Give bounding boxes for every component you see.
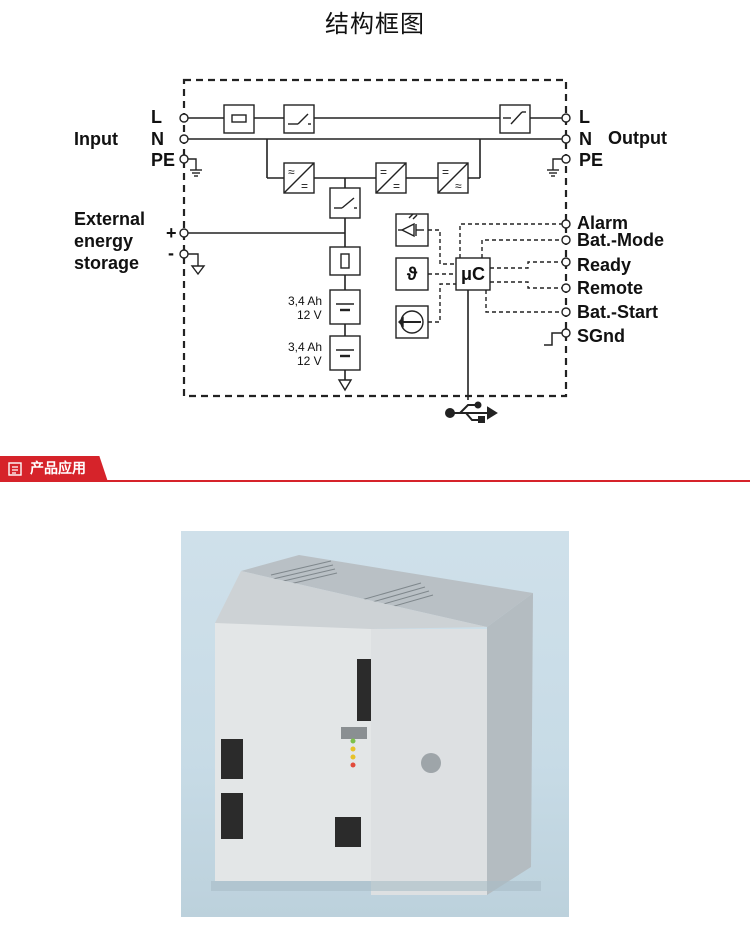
pe-ground-right [547,159,562,176]
output-label: Output [608,128,667,148]
external-line2: energy [74,231,133,251]
document-icon [8,462,22,476]
svg-text:=: = [442,165,449,179]
input-pe-label: PE [151,150,175,170]
svg-text:≈: ≈ [455,179,462,193]
signal-bat-mode: Bat.-Mode [577,230,664,250]
external-minus: - [168,243,174,263]
battery1-capacity: 3,4 Ah [288,294,322,308]
fuse-input [224,105,254,133]
svg-text:=: = [380,165,387,179]
signal-remote: Remote [577,278,643,298]
external-line1: External [74,209,145,229]
microcontroller-label: μC [461,264,485,284]
signal-bat-start: Bat.-Start [577,302,658,322]
theta-symbol: ϑ [407,264,418,284]
inverter-box: = ≈ [438,163,468,193]
ground-icon [339,380,351,390]
signal-sgnd: SGnd [577,326,625,346]
signal-lines [428,224,566,322]
svg-text:=: = [301,179,308,193]
dcdc-box: = = [376,163,406,193]
rectifier-box: ≈ = [284,163,314,193]
product-photo [181,531,569,917]
battery1-voltage: 12 V [297,308,322,322]
output-n-label: N [579,129,592,149]
external-line3: storage [74,253,139,273]
led-box [396,214,428,246]
section-tab: 产品应用 [0,456,108,482]
main-lines [184,118,566,400]
temperature-box: ϑ [396,258,428,290]
battery2-capacity: 3,4 Ah [288,340,322,354]
battery-fuse [330,247,360,275]
svg-text:=: = [393,179,400,193]
section-divider [0,480,750,482]
switch-input [284,105,314,133]
fan-box [396,306,428,338]
usb-icon [446,403,496,423]
block-diagram: ≈ = = = = ≈ 3,4 Ah 12 V 3,4 Ah 12 [0,0,750,440]
section-label: 产品应用 [30,461,86,477]
terminals [180,114,570,337]
external-plus: + [166,223,177,243]
battery-2 [330,336,360,370]
battery2-voltage: 12 V [297,354,322,368]
output-pe-label: PE [579,150,603,170]
minus-ground [188,254,204,274]
input-label: Input [74,129,118,149]
signal-ready: Ready [577,255,631,275]
input-n-label: N [151,129,164,149]
battery-1 [330,290,360,324]
battery-switch [330,188,360,218]
output-l-label: L [579,107,590,127]
pe-ground-left [188,159,202,176]
transfer-switch [500,105,530,133]
input-l-label: L [151,107,162,127]
svg-text:≈: ≈ [288,165,295,179]
